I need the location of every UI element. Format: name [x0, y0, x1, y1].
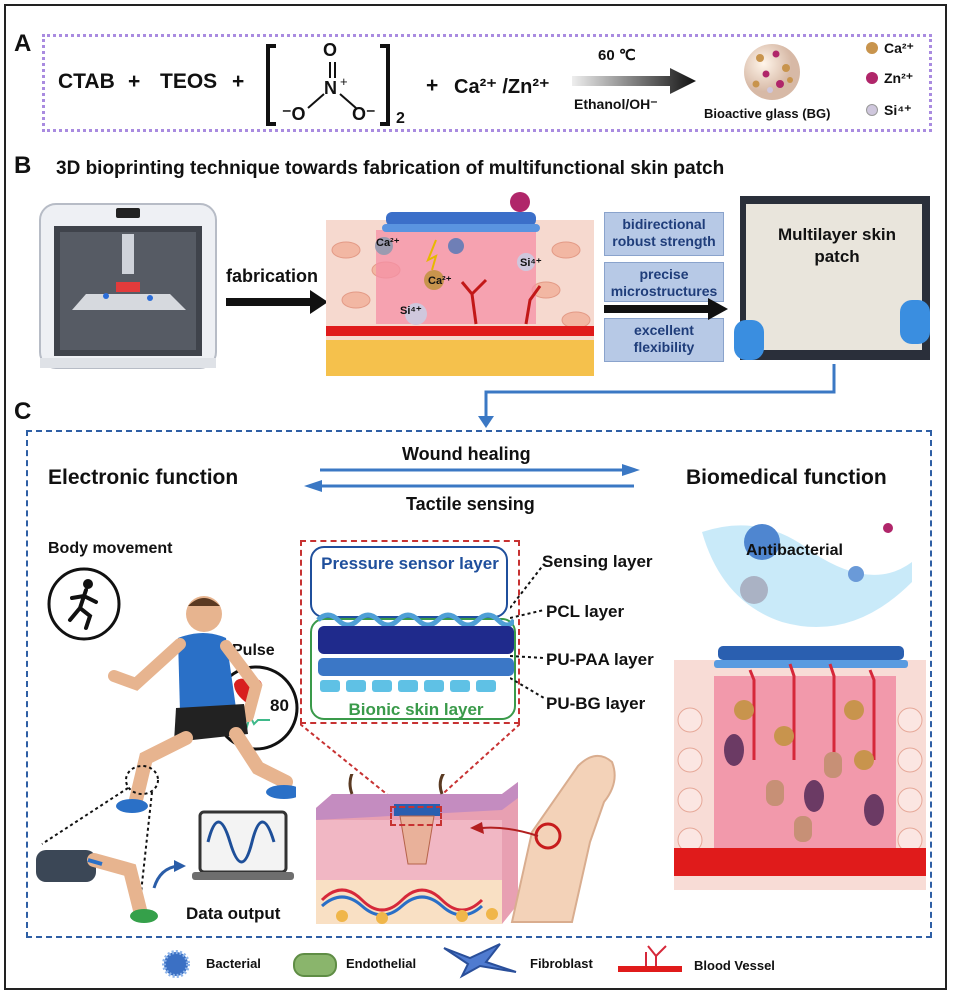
patch-label: Multilayer skin patch — [777, 225, 897, 266]
si-legend-label: Si⁴⁺ — [884, 102, 912, 118]
legend-bacterial: Bacterial — [206, 956, 261, 971]
ions-text: Ca²⁺ /Zn²⁺ — [454, 76, 550, 98]
teos-text: TEOS — [160, 70, 218, 93]
plus-sign: + — [128, 70, 141, 93]
pulse-value: 80 — [270, 696, 289, 715]
zn-legend-label: Zn²⁺ — [884, 70, 914, 86]
curved-arrow — [152, 860, 186, 889]
runner-figure — [108, 596, 296, 813]
si-legend-dot — [866, 104, 878, 116]
oxygen-top: O — [323, 40, 338, 60]
bidirectional-arrows — [304, 464, 640, 492]
reaction-arrow — [572, 68, 696, 94]
plus-sign: + — [426, 74, 439, 97]
panel-b-label: B — [14, 152, 32, 179]
fabrication-arrow — [226, 290, 328, 314]
wound-healing-label: Wound healing — [402, 444, 531, 464]
property-microstructures: precise microstructures — [604, 262, 724, 302]
patch-on-skin-box — [390, 806, 442, 826]
nitrogen: N — [324, 78, 337, 98]
fibroblast-icon — [443, 943, 517, 979]
right-bracket — [380, 44, 390, 126]
pulse-label: Pulse — [232, 642, 275, 659]
tactile-sensing-label: Tactile sensing — [406, 494, 535, 514]
bionic-skin-label: Bionic skin layer — [348, 700, 484, 719]
ion-label: Ca²⁺ — [428, 275, 452, 287]
knee-zoom — [36, 765, 159, 923]
glove-right — [900, 300, 930, 344]
left-bracket — [266, 44, 276, 126]
zoom-box — [300, 540, 520, 724]
bioactive-glass-sphere — [744, 44, 800, 100]
panel-a-label: A — [14, 30, 32, 57]
oxygen-left: ⁻O — [282, 104, 306, 124]
blood-vessel-icon — [618, 945, 682, 972]
data-output-label: Data output — [186, 904, 281, 923]
zn-legend-dot — [866, 72, 878, 84]
skin-cross-section — [316, 774, 518, 924]
nitrate-structure — [266, 44, 390, 126]
layer-pointers — [510, 563, 545, 699]
panel-c-box — [26, 430, 932, 938]
legend-blood-vessel: Blood Vessel — [694, 958, 775, 973]
connector-arrow — [478, 364, 836, 428]
ca-legend-label: Ca²⁺ — [884, 40, 914, 56]
oxygen-right: O⁻ — [352, 104, 376, 124]
nitrogen-charge: + — [340, 74, 348, 89]
property-flexibility: excellent flexibility — [604, 318, 724, 362]
panel-c-label: C — [14, 398, 32, 425]
ion-label: Ca²⁺ — [376, 237, 400, 249]
endothelial-icon — [293, 953, 337, 977]
body-movement-label: Body movement — [48, 540, 173, 557]
wound-tissue-illustration — [674, 646, 926, 890]
ion-label: Si⁴⁺ — [400, 305, 422, 317]
bacterial-icon — [162, 950, 190, 978]
pressure-sensor-label: Pressure sensor layer — [321, 554, 499, 573]
legend-endothelial: Endothelial — [346, 956, 417, 971]
panel-b-title: 3D bioprinting technique towards fabrica… — [56, 158, 725, 179]
plus-sign: + — [232, 70, 245, 93]
subscript-two: 2 — [396, 110, 405, 127]
wrist-illustration — [470, 755, 616, 923]
property-strength: bidirectional robust strength — [604, 212, 724, 256]
ca-legend-dot — [866, 42, 878, 54]
laptop-icon — [192, 810, 294, 880]
solvent: Ethanol/OH⁻ — [574, 96, 658, 112]
biomedical-function-title: Biomedical function — [686, 466, 887, 489]
electronic-function-title: Electronic function — [48, 466, 239, 489]
legend-fibroblast: Fibroblast — [530, 956, 593, 971]
pu-bg-layer-label: PU-BG layer — [546, 694, 646, 713]
pcl-layer-label: PCL layer — [546, 602, 625, 621]
layer-stack — [316, 612, 514, 692]
water-splash — [702, 523, 912, 627]
properties-arrow — [604, 298, 728, 320]
product-label: Bioactive glass (BG) — [704, 106, 831, 121]
pu-paa-layer-label: PU-PAA layer — [546, 650, 654, 669]
running-icon — [47, 567, 121, 641]
temperature: 60 ℃ — [598, 47, 636, 64]
fabrication-label: fabrication — [226, 266, 319, 286]
figure-frame — [4, 4, 947, 990]
ion-label: Si⁴⁺ — [520, 257, 542, 269]
glove-left — [734, 320, 764, 360]
antibacterial-label: Antibacterial — [746, 542, 843, 559]
panel-a-box — [42, 34, 932, 132]
skin-patch — [746, 204, 922, 350]
skin-tissue-illustration — [326, 192, 594, 376]
ctab-text: CTAB — [58, 70, 115, 93]
3d-printer — [39, 203, 217, 369]
sensing-layer-label: Sensing layer — [542, 552, 653, 571]
zoom-lines — [300, 724, 520, 800]
